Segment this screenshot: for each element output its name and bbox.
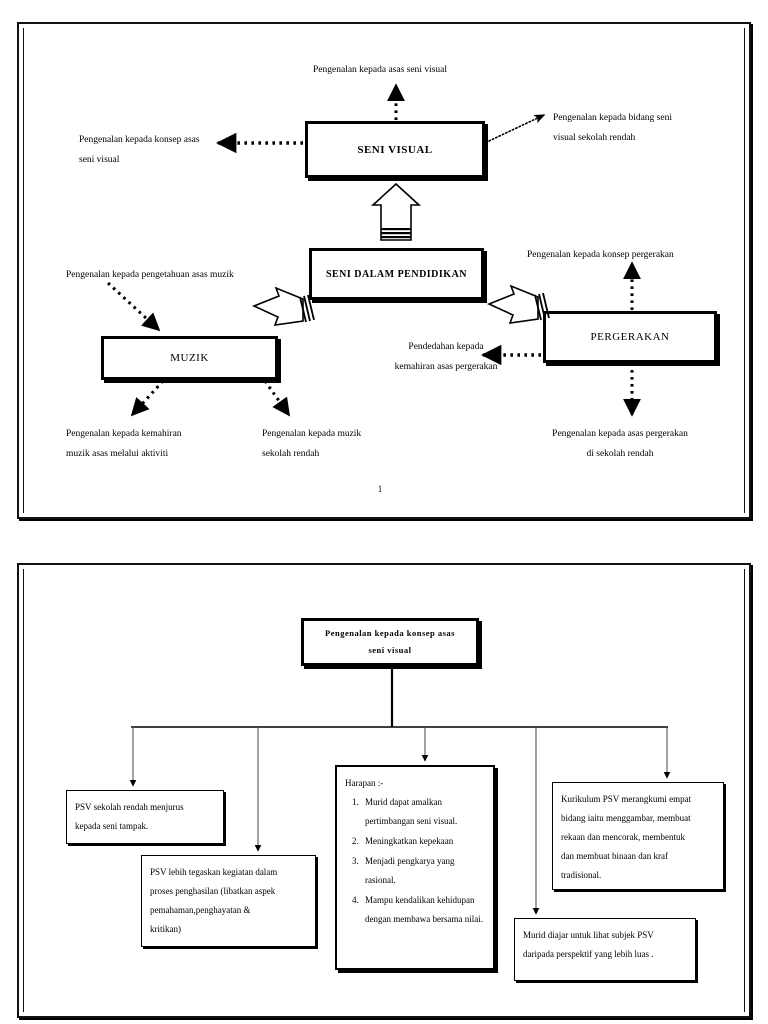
- node-root-line-2: seni visual: [368, 645, 412, 655]
- annotation-line: Pengenalan kepada konsep pergerakan: [527, 250, 674, 260]
- annotation-line: sekolah rendah: [262, 449, 320, 459]
- textbox-murid-diajar-perspektif[interactable]: Murid diajar untuk lihat subjek PSV dari…: [514, 918, 696, 981]
- textbox-psv-sekolah-rendah[interactable]: PSV sekolah rendah menjurus kepada seni …: [66, 790, 224, 844]
- node-seni-visual-label: SENI VISUAL: [357, 143, 433, 156]
- harapan-item: Murid dapat amalkan pertimbangan seni vi…: [361, 793, 485, 831]
- textbox-line: bidang iaitu menggambar, membuat: [561, 813, 691, 823]
- annotation-konsep-asas-seni-visual: Pengenalan kepada konsep asas seni visua…: [79, 130, 200, 170]
- annotation-line: visual sekolah rendah: [553, 133, 636, 143]
- page-2-inner-frame: [23, 569, 745, 1012]
- harapan-title: Harapan :-: [345, 778, 384, 788]
- annotation-line: kemahiran asas pergerakan: [394, 362, 498, 372]
- node-root-konsep-asas-seni-visual[interactable]: Pengenalan kepada konsep asas seni visua…: [301, 618, 479, 666]
- annotation-asas-seni-visual: Pengenalan kepada asas seni visual: [313, 60, 447, 80]
- harapan-item: Meningkatkan kepekaan: [361, 832, 485, 851]
- textbox-line: kepada seni tampak.: [75, 821, 149, 831]
- node-seni-dalam-pendidikan[interactable]: SENI DALAM PENDIDIKAN: [309, 248, 484, 300]
- node-muzik-label: MUZIK: [170, 352, 209, 364]
- annotation-muzik-sekolah-rendah: Pengenalan kepada muzik sekolah rendah: [262, 424, 361, 464]
- annotation-line: Pengenalan kepada asas seni visual: [313, 65, 448, 75]
- annotation-line: Pendedahan kepada: [408, 342, 484, 352]
- annotation-line: Pengenalan kepada pengetahuan asas muzik: [66, 270, 234, 280]
- harapan-item: Mampu kendalikan kehidupan dengan membaw…: [361, 891, 485, 929]
- page-number: 1: [377, 484, 383, 494]
- textbox-line: Murid diajar untuk lihat subjek PSV: [523, 930, 654, 940]
- node-muzik[interactable]: MUZIK: [101, 336, 278, 380]
- textbox-line: Kurikulum PSV merangkumi empat: [561, 794, 692, 804]
- harapan-list: Murid dapat amalkan pertimbangan seni vi…: [345, 793, 485, 929]
- annotation-line: Pengenalan kepada muzik: [262, 429, 362, 439]
- annotation-kemahiran-asas-pergerakan: Pendedahan kepada kemahiran asas pergera…: [381, 337, 511, 377]
- annotation-pengetahuan-asas-muzik: Pengenalan kepada pengetahuan asas muzik: [66, 265, 234, 285]
- annotation-line: Pengenalan kepada asas pergerakan: [552, 429, 688, 439]
- page-1-inner-frame: [23, 28, 745, 513]
- annotation-kemahiran-muzik: Pengenalan kepada kemahiran muzik asas m…: [66, 424, 182, 464]
- annotation-line: di sekolah rendah: [586, 449, 654, 459]
- annotation-line: muzik asas melalui aktiviti: [66, 449, 169, 459]
- textbox-line: PSV lebih tegaskan kegiatan dalam: [150, 867, 278, 877]
- textbox-line: proses penghasilan (libatkan aspek: [150, 886, 276, 896]
- node-root-line-1: Pengenalan kepada konsep asas: [325, 628, 455, 638]
- textbox-line: pemahaman,penghayatan &: [150, 905, 251, 915]
- textbox-line: dan membuat binaan dan kraf: [561, 851, 668, 861]
- node-pergerakan[interactable]: PERGERAKAN: [543, 311, 717, 363]
- textbox-line: PSV sekolah rendah menjurus: [75, 802, 184, 812]
- harapan-item: Menjadi pengkarya yang rasional.: [361, 852, 485, 890]
- textbox-harapan[interactable]: Harapan :- Murid dapat amalkan pertimban…: [335, 765, 495, 970]
- textbox-line: rekaan dan mencorak, membentuk: [561, 832, 685, 842]
- annotation-line: Pengenalan kepada bidang seni: [553, 113, 672, 123]
- annotation-line: Pengenalan kepada kemahiran: [66, 429, 182, 439]
- textbox-psv-tegaskan-kegiatan[interactable]: PSV lebih tegaskan kegiatan dalam proses…: [141, 855, 316, 947]
- node-pergerakan-label: PERGERAKAN: [590, 331, 670, 343]
- annotation-bidang-seni-visual: Pengenalan kepada bidang seni visual sek…: [553, 108, 672, 148]
- node-seni-dalam-pendidikan-label: SENI DALAM PENDIDIKAN: [325, 268, 468, 280]
- textbox-line: tradisional.: [561, 870, 602, 880]
- node-seni-visual[interactable]: SENI VISUAL: [305, 121, 485, 178]
- annotation-konsep-pergerakan: Pengenalan kepada konsep pergerakan: [527, 245, 674, 265]
- textbox-line: kritikan): [150, 924, 181, 934]
- textbox-line: daripada perspektif yang lebih luas .: [523, 949, 654, 959]
- annotation-line: seni visual: [79, 155, 120, 165]
- annotation-asas-pergerakan-sekolah: Pengenalan kepada asas pergerakan di sek…: [527, 424, 713, 464]
- annotation-line: Pengenalan kepada konsep asas: [79, 135, 200, 145]
- textbox-kurikulum-psv[interactable]: Kurikulum PSV merangkumi empat bidang ia…: [552, 782, 724, 890]
